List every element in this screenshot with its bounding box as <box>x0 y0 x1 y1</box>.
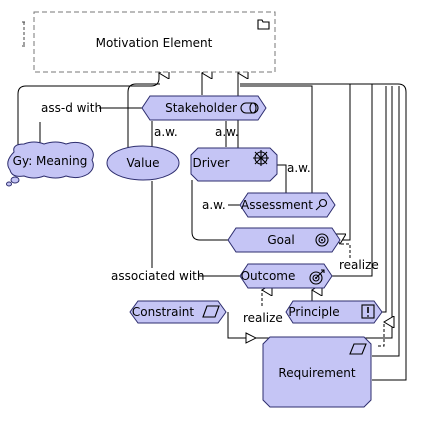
target-arrow-icon <box>309 269 325 285</box>
label-associated-with: associated with <box>111 269 204 283</box>
label-realize-goal: realize <box>339 258 379 272</box>
label-aw-stakeholder-driver: a.w. <box>215 125 239 139</box>
node-constraint[interactable]: Constraint <box>129 300 227 324</box>
edge-principle-to-motivation <box>380 86 387 313</box>
outcome-label: Outcome <box>241 269 296 283</box>
motivation-element-label: Motivation Element <box>96 36 213 50</box>
edge-assessment-to-motivation <box>240 85 313 193</box>
node-value[interactable]: Value <box>106 145 180 181</box>
label-realize-requirement: realize <box>243 311 283 325</box>
requirement-label: Requirement <box>278 366 355 380</box>
edge-aw-driver-assessment <box>276 164 287 193</box>
node-assessment[interactable]: Assessment <box>239 192 336 218</box>
edge-requirement-outer <box>372 86 400 357</box>
node-motivation-element[interactable]: Motivation Element <box>22 11 276 73</box>
label-ass-d-with: ass-d with <box>41 101 102 115</box>
value-label: Value <box>127 156 160 170</box>
node-principle[interactable]: Principle <box>285 300 383 324</box>
parallelogram-icon <box>202 305 220 318</box>
edge-labels: ass-d with a.w. a.w. a.w. a.w. associate… <box>41 101 379 325</box>
target-icon <box>315 233 329 247</box>
node-stakeholder[interactable]: Stakeholder <box>141 95 267 121</box>
node-requirement[interactable]: Requirement <box>262 336 372 408</box>
edge-realize-outcome-goal <box>340 244 351 258</box>
node-meaning[interactable]: Gy: Meaning <box>6 141 94 187</box>
edge-meaning-to-motivation <box>17 73 159 160</box>
node-outcome[interactable]: Outcome <box>239 263 333 289</box>
goal-label: Goal <box>267 233 294 247</box>
label-aw-assessment-goal: a.w. <box>202 198 226 212</box>
parallelogram-icon <box>349 343 367 355</box>
edge-driver-goal <box>191 180 228 241</box>
search-icon <box>315 198 328 211</box>
realize-arrowhead <box>245 332 258 344</box>
exclamation-icon <box>361 304 375 319</box>
label-aw-stakeholder-value: a.w. <box>154 125 178 139</box>
meaning-label: Gy: Meaning <box>13 154 88 168</box>
folder-icon <box>257 19 270 30</box>
assessment-label: Assessment <box>241 198 313 212</box>
node-driver[interactable]: Driver <box>190 147 278 182</box>
edge-requirement-to-motivation <box>240 83 407 381</box>
wheel-icon <box>253 150 269 166</box>
node-goal[interactable]: Goal <box>227 227 341 253</box>
constraint-label: Constraint <box>132 305 195 319</box>
stakeholder-label: Stakeholder <box>165 101 237 115</box>
edge-realize-requirement-principle <box>378 322 384 347</box>
edge-value-to-motivation <box>127 83 160 148</box>
principle-label: Principle <box>288 305 339 319</box>
edge-outcome-to-motivation <box>330 84 373 277</box>
label-aw-driver-assessment: a.w. <box>287 161 311 175</box>
cylinder-icon <box>240 102 259 114</box>
driver-label: Driver <box>193 156 230 170</box>
